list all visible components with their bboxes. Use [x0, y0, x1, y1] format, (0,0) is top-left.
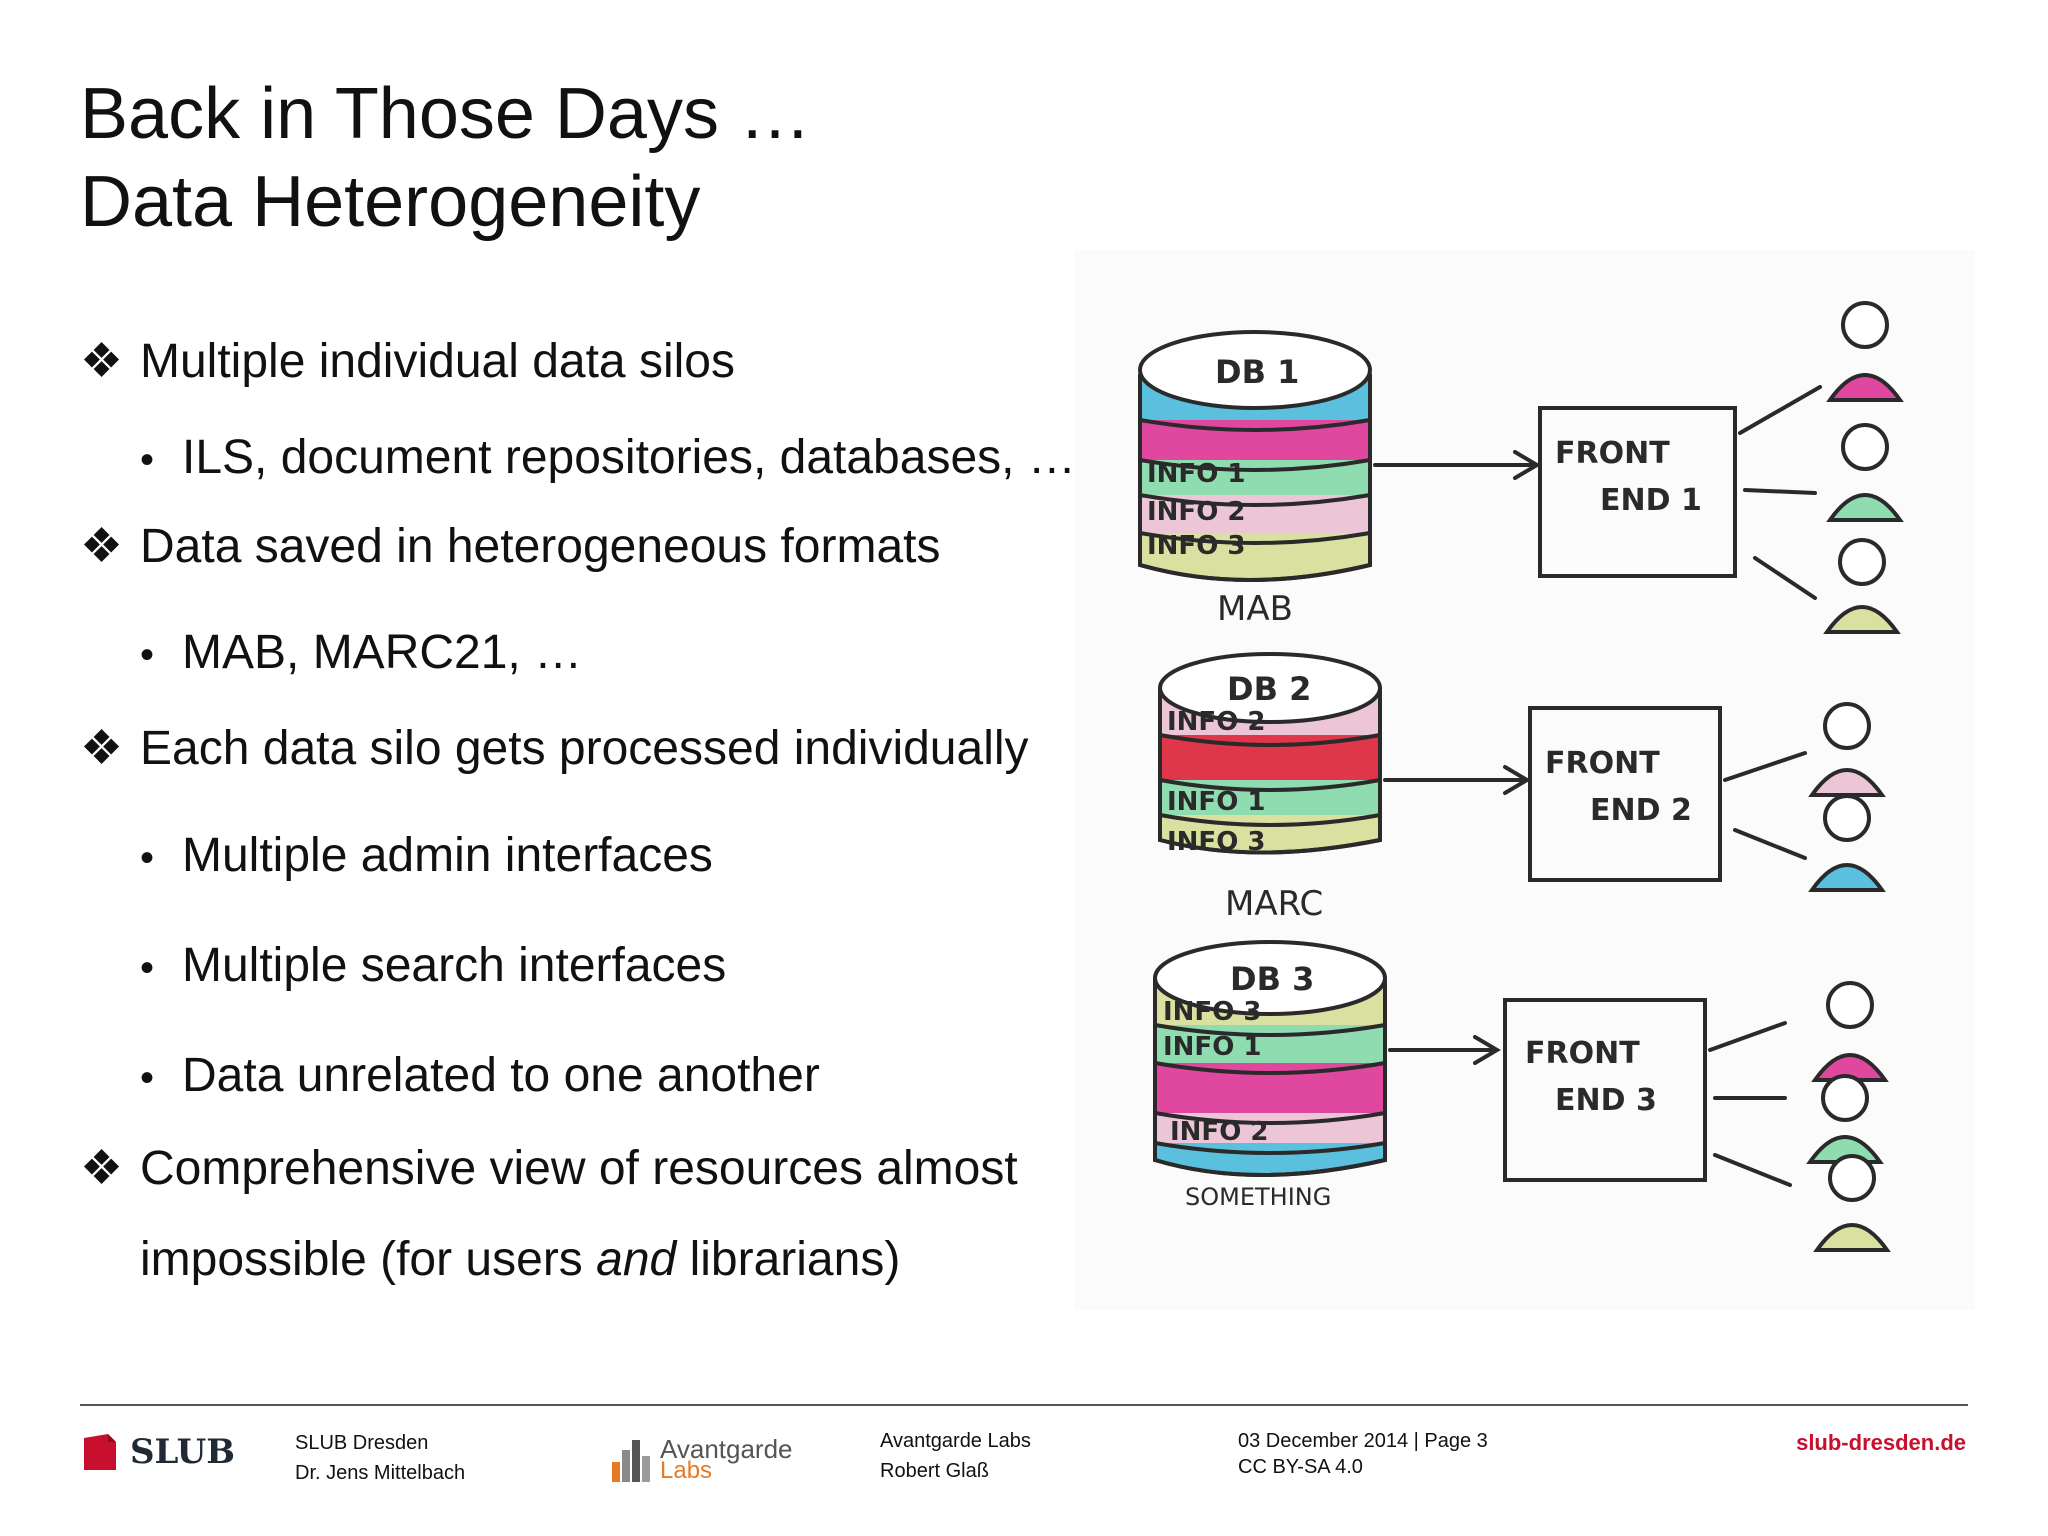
title-line-2: Data Heterogeneity [80, 162, 701, 242]
avantgarde-logo: Avantgarde Labs [612, 1434, 793, 1484]
footer-partner-name: Avantgarde Labs [880, 1430, 1031, 1452]
footer-website-link[interactable]: slub-dresden.de [1796, 1430, 1966, 1455]
footer-license: CC BY-SA 4.0 [1238, 1456, 1363, 1478]
db-label: DB 1 [1215, 353, 1299, 391]
arrow-icon [1383, 765, 1531, 795]
footer-org-person: Dr. Jens Mittelbach [295, 1462, 466, 1484]
frontend-label: FRONT [1525, 1036, 1640, 1071]
bullet-text: Each data silo gets processed individual… [140, 722, 1029, 775]
sub-bullet-text: Multiple search interfaces [182, 939, 727, 992]
db-row-label: INFO 1 [1163, 1032, 1261, 1062]
database-1-icon [1138, 330, 1372, 582]
user-icon [1813, 1154, 1891, 1252]
dot-bullet-icon: • [140, 836, 155, 880]
dot-bullet-icon: • [140, 946, 155, 990]
users-group [1806, 301, 1904, 1252]
format-label: MAB [1217, 589, 1293, 629]
sub-bullet-item: • ILS, document repositories, databases, … [140, 430, 1076, 485]
sub-bullet-text: ILS, document repositories, databases, … [182, 431, 1076, 484]
frontend-2-box [1528, 706, 1722, 882]
user-icon [1808, 702, 1886, 797]
db-row-label: INFO 3 [1167, 827, 1265, 857]
diamond-bullet-icon: ❖ [80, 520, 124, 573]
bullet-item: ❖ Each data silo gets processed individua… [80, 720, 1029, 776]
silos-sketch: DB 1 INFO 1 INFO 2 INFO 3 MAB FRONT END … [1075, 250, 1975, 1310]
sub-bullet-text: Data unrelated to one another [182, 1049, 820, 1102]
sub-bullet-item: • Multiple admin interfaces [140, 828, 713, 883]
frontend-1-box [1538, 406, 1737, 578]
diamond-bullet-icon: ❖ [80, 335, 124, 388]
dot-bullet-icon: • [140, 438, 155, 482]
footer-partner: Avantgarde Labs Robert Glaß [880, 1426, 1031, 1486]
frontend-3-box [1503, 998, 1707, 1182]
avantgarde-logo-sub: Labs [660, 1457, 713, 1484]
sub-bullet-text: MAB, MARC21, … [182, 626, 583, 679]
sub-bullet-item: • MAB, MARC21, … [140, 625, 582, 680]
bullet-item: ❖ Comprehensive view of resources almost [80, 1140, 1018, 1196]
user-icon [1826, 301, 1904, 402]
connector-lines [1708, 1021, 1792, 1187]
db-row-label: INFO 2 [1147, 497, 1245, 527]
bullet-text: Data saved in heterogeneous formats [140, 520, 941, 573]
arrow-icon [1388, 1035, 1501, 1065]
frontend-label: FRONT [1545, 746, 1660, 781]
avantgarde-bars-icon [612, 1440, 650, 1482]
db-row-label: INFO 2 [1167, 707, 1265, 737]
user-icon [1811, 981, 1889, 1082]
frontend-label: END 2 [1590, 793, 1692, 828]
sub-bullet-item: • Multiple search interfaces [140, 938, 726, 993]
db-row-label: INFO 1 [1147, 459, 1245, 489]
user-icon [1826, 423, 1904, 522]
user-icon [1823, 538, 1901, 634]
slide-title: Back in Those Days … Data Heterogeneity [80, 70, 811, 246]
footer-date-page: 03 December 2014 | Page 3 [1238, 1430, 1488, 1452]
db-row-label: INFO 3 [1147, 531, 1245, 561]
connector-lines [1738, 385, 1822, 600]
db-row-label: INFO 1 [1167, 787, 1265, 817]
db-label: DB 3 [1230, 960, 1314, 998]
slub-mark-icon [80, 1432, 120, 1472]
frontend-label: END 3 [1555, 1083, 1657, 1118]
user-icon [1808, 794, 1886, 892]
dot-bullet-icon: • [140, 1056, 155, 1100]
diamond-bullet-icon: ❖ [80, 1142, 124, 1195]
title-line-1: Back in Those Days … [80, 74, 811, 154]
footer-org: SLUB Dresden Dr. Jens Mittelbach [295, 1428, 465, 1488]
database-2-icon [1158, 652, 1382, 855]
sub-bullet-text: Multiple admin interfaces [182, 829, 713, 882]
frontend-label: FRONT [1555, 436, 1670, 471]
sub-bullet-item: • Data unrelated to one another [140, 1048, 820, 1103]
dot-bullet-icon: • [140, 633, 155, 677]
data-silos-illustration: DB 1 INFO 1 INFO 2 INFO 3 MAB FRONT END … [1075, 250, 1975, 1310]
footer-meta: 03 December 2014 | Page 3 CC BY-SA 4.0 [1238, 1428, 1488, 1480]
bullet-text: Multiple individual data silos [140, 335, 735, 388]
db-label: DB 2 [1227, 670, 1311, 708]
diamond-bullet-icon: ❖ [80, 722, 124, 775]
format-label: SOMETHING [1185, 1183, 1331, 1211]
connector-lines [1723, 751, 1807, 860]
db-row-label: INFO 3 [1163, 997, 1261, 1027]
format-label: MARC [1225, 884, 1323, 924]
bullet-text: Comprehensive view of resources almost [140, 1142, 1018, 1195]
arrow-icon [1373, 450, 1541, 480]
frontend-label: END 1 [1600, 483, 1702, 518]
footer-partner-person: Robert Glaß [880, 1460, 989, 1482]
emphasis-text: and [596, 1233, 677, 1286]
avantgarde-logo-name: Avantgarde [660, 1434, 793, 1464]
user-icon [1806, 1074, 1884, 1164]
db-row-label: INFO 2 [1170, 1117, 1268, 1147]
slub-logo-text: SLUB [130, 1432, 235, 1472]
slub-logo: SLUB [80, 1430, 235, 1474]
footer-org-name: SLUB Dresden [295, 1432, 429, 1454]
footer-divider [80, 1404, 1968, 1406]
bullet-item: ❖ Data saved in heterogeneous formats [80, 518, 940, 574]
database-3-icon [1153, 940, 1387, 1177]
bullet-item: ❖ Multiple individual data silos [80, 333, 735, 389]
bullet-continuation: impossible (for users and librarians) [140, 1233, 901, 1286]
